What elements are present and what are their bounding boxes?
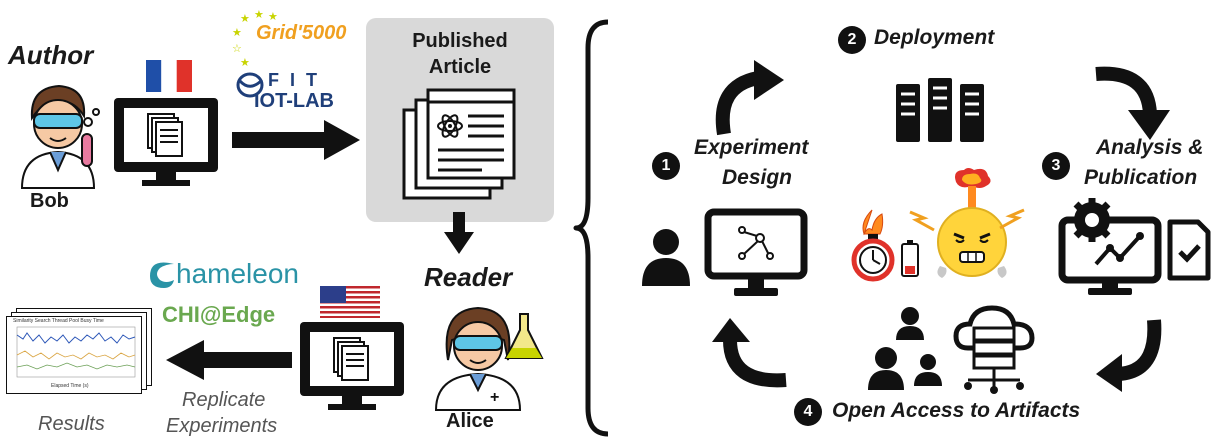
author-label: Author (8, 40, 94, 70)
reader-monitor-icon (300, 322, 404, 410)
stressed-face-icon (937, 207, 1007, 278)
design-monitor-icon (704, 208, 808, 296)
plot-title: Similarity Search Thread Pool Busy Time (13, 318, 104, 324)
svg-text:★: ★ (268, 11, 278, 23)
replicate-label-line1: Replicate (182, 389, 266, 411)
article-label: Article (428, 56, 492, 78)
read-arrow-icon (444, 212, 474, 254)
plot-xlabel: Elapsed Time (s) (51, 383, 89, 389)
cycle-arrow-2-to-3 (1095, 66, 1170, 140)
published-label: Published (412, 30, 508, 52)
plot-lines (16, 326, 136, 378)
svg-text:+: + (490, 389, 499, 406)
step-1-label-line1: Experiment (694, 136, 809, 159)
article-documents-icon (402, 88, 516, 200)
fit-iotlab-globe-icon (236, 72, 264, 98)
low-battery-icon (901, 240, 919, 277)
scientist-alice-icon: + (434, 306, 544, 411)
svg-text:★: ★ (240, 13, 250, 25)
author-monitor-icon (114, 98, 218, 186)
reader-label: Reader (424, 262, 513, 292)
results-plot-front: Similarity Search Thread Pool Busy Time … (6, 316, 142, 394)
svg-text:★: ★ (232, 27, 242, 39)
cloud-server-icon (953, 305, 1035, 394)
svg-text:☆: ☆ (232, 43, 242, 55)
chameleon-logo: hameleon (176, 258, 299, 289)
cycle-arrow-4-to-1 (712, 318, 787, 388)
checked-document-icon (1167, 219, 1211, 281)
svg-text:★: ★ (254, 9, 264, 21)
lightning-icon (999, 208, 1025, 230)
step-1-label-line2: Design (722, 166, 793, 189)
step-2-number: 2 (838, 26, 866, 54)
group-people-icon (868, 307, 942, 390)
step-1-number: 1 (652, 152, 680, 180)
analysis-monitor-icon (1058, 198, 1162, 295)
fit-logo-line1: F I T (268, 70, 320, 90)
server-racks-icon (896, 78, 984, 142)
step-3-label-line1: Analysis & (1096, 136, 1204, 159)
step-4-label: Open Access to Artifacts (832, 399, 1081, 422)
person-icon (642, 229, 690, 286)
step-3-number: 3 (1042, 152, 1070, 180)
svg-text:★: ★ (240, 57, 250, 69)
curly-brace (573, 19, 609, 437)
stopwatch-fire-icon (851, 209, 895, 282)
bob-label: Bob (30, 190, 69, 212)
step-3-label-line2: Publication (1084, 166, 1198, 189)
results-label: Results (38, 413, 105, 435)
lightning-icon (909, 210, 935, 232)
usa-flag-icon (320, 286, 380, 318)
step-2-label: Deployment (874, 26, 995, 49)
cycle-arrow-3-to-4 (1096, 319, 1162, 392)
alice-label: Alice (446, 410, 494, 432)
chi-edge-logo: CHI@Edge (162, 302, 276, 327)
grid5000-logo: Grid'5000 (256, 22, 347, 44)
fit-logo-line2: IOT-LAB (254, 90, 334, 112)
france-flag-icon (146, 60, 192, 92)
replicate-label-line2: Experiments (166, 415, 278, 437)
results-plots: Similarity Search Thread Pool Busy Time … (6, 308, 154, 408)
chameleon-logo-icon (150, 262, 174, 288)
cycle-arrow-1-to-2 (715, 60, 784, 136)
scientist-bob-icon (20, 84, 100, 189)
publish-arrow-icon (232, 120, 360, 160)
explosion-icon (955, 168, 991, 210)
grid5000-stars-icon: ★ ★ ★ ★ ☆ ★ (232, 9, 278, 69)
step-4-number: 4 (794, 398, 822, 426)
replicate-arrow-icon (166, 340, 292, 380)
